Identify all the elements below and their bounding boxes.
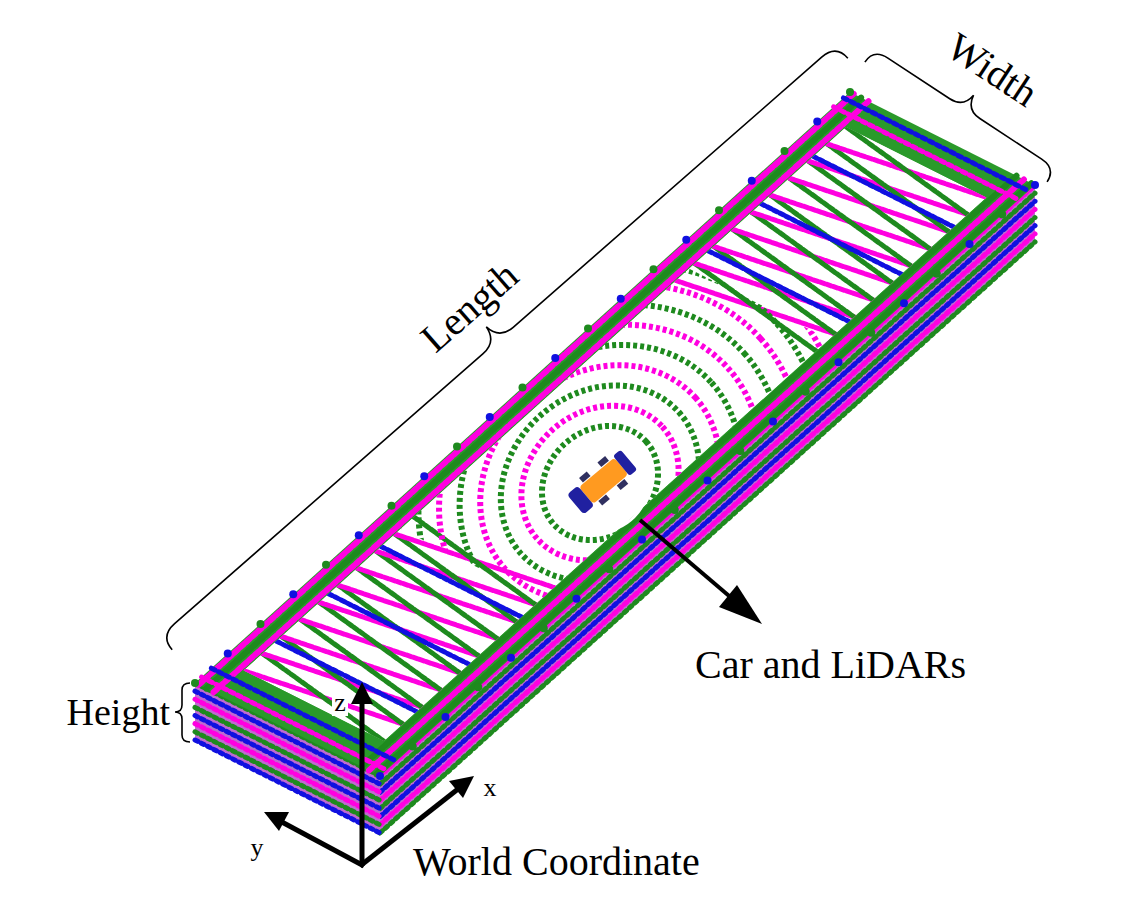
rim-point xyxy=(322,561,330,569)
rim-point xyxy=(355,531,363,539)
ground-ring xyxy=(519,402,682,563)
rim-point xyxy=(682,236,690,244)
rim-scan-line xyxy=(362,176,1017,767)
lidar xyxy=(613,450,637,476)
ground-area xyxy=(243,127,986,741)
caption-label: World Coordinate xyxy=(413,842,700,882)
wheel xyxy=(579,471,591,482)
rim-point xyxy=(474,683,482,691)
wheel xyxy=(598,494,610,505)
axis-label: z xyxy=(332,690,348,716)
rim-point xyxy=(846,88,854,96)
rim-point xyxy=(998,211,1006,219)
rim-point xyxy=(605,565,613,573)
length-bracket xyxy=(148,31,847,650)
rim-point xyxy=(442,713,450,721)
ground-ring xyxy=(432,316,768,649)
rim-point xyxy=(748,177,756,185)
ground-scan-line xyxy=(813,156,954,227)
ground-rings xyxy=(143,30,1056,897)
callout-arrowhead xyxy=(719,585,762,624)
dimension-label: Height xyxy=(67,693,170,731)
ground-ring xyxy=(230,116,970,850)
callout-arrow xyxy=(640,520,735,601)
z-axis-head xyxy=(351,682,373,704)
rim-point xyxy=(486,413,494,421)
rim-point xyxy=(289,590,297,598)
rim-point xyxy=(715,206,723,214)
ground-scan-line xyxy=(329,594,470,665)
rim-point xyxy=(900,299,908,307)
callout-label: Car and LiDARs xyxy=(695,645,966,685)
rim-point xyxy=(519,384,527,392)
rim-point xyxy=(388,502,396,510)
ground-ring xyxy=(201,88,999,879)
ground-scan-line xyxy=(708,251,849,322)
rim-point xyxy=(769,417,777,425)
car-clearing xyxy=(554,437,646,529)
axis-label: y xyxy=(249,835,266,861)
lidar xyxy=(567,486,594,515)
car-and-lidars xyxy=(554,437,646,529)
axis-label: x xyxy=(482,775,499,801)
ground-scan-line xyxy=(761,204,902,275)
rim-point xyxy=(704,477,712,485)
rim-point xyxy=(257,620,265,628)
wheel xyxy=(597,456,609,467)
rim-point xyxy=(813,118,821,126)
rim-point xyxy=(966,240,974,248)
rim-point xyxy=(835,358,843,366)
rim-point xyxy=(507,654,515,662)
dimension-label: Width xyxy=(940,26,1044,113)
rim-point xyxy=(540,624,548,632)
rim-point xyxy=(650,265,658,273)
ground-ring xyxy=(461,345,739,621)
rim-point xyxy=(933,270,941,278)
side-scan-line xyxy=(380,201,1035,792)
car xyxy=(564,446,641,519)
y-axis xyxy=(280,821,364,866)
rim-point xyxy=(867,329,875,337)
x-axis-head xyxy=(449,776,474,798)
rim-point xyxy=(1031,181,1039,189)
rim-point xyxy=(802,388,810,396)
ground-ring xyxy=(403,288,797,678)
ground-ring xyxy=(172,59,1027,897)
dimension-label: Length xyxy=(414,255,526,360)
rim-point xyxy=(376,772,384,780)
point-cloud-box xyxy=(191,88,1039,833)
y-axis-head xyxy=(264,812,289,831)
rim-point xyxy=(671,506,679,514)
z-axis xyxy=(360,700,365,866)
rim-point xyxy=(224,649,232,657)
rim-point xyxy=(617,295,625,303)
rim-point xyxy=(551,354,559,362)
rim-point xyxy=(736,447,744,455)
top-rim xyxy=(195,92,1035,776)
annotations xyxy=(148,31,1064,866)
rim-point xyxy=(573,595,581,603)
rim-point xyxy=(584,324,592,332)
ground-points xyxy=(243,127,986,741)
rim-point xyxy=(191,679,199,687)
rim-point xyxy=(638,536,646,544)
ground-scan-line xyxy=(381,546,522,617)
rim-point xyxy=(781,147,789,155)
callout-circle xyxy=(552,435,648,531)
rim-point xyxy=(453,443,461,451)
wheel xyxy=(617,479,629,490)
height-bracket xyxy=(175,683,190,742)
ground-ring xyxy=(288,173,912,792)
ground-ring xyxy=(143,30,1056,897)
rim-point xyxy=(420,472,428,480)
rim-point xyxy=(409,742,417,750)
